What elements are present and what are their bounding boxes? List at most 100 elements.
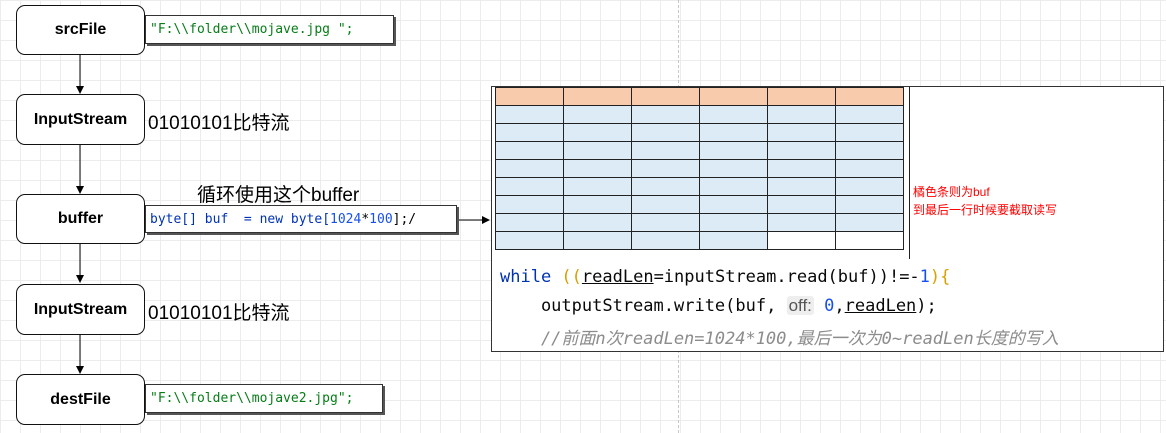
- grid-cell: [767, 123, 836, 142]
- grid-cell: [495, 231, 564, 250]
- grid-cell: [631, 105, 700, 124]
- readlen-var-1: readLen: [581, 267, 654, 287]
- grid-cell: [563, 105, 632, 124]
- grid-cell: [767, 213, 836, 232]
- reuse-buffer-annotation: 循环使用这个buffer: [197, 185, 360, 206]
- dest-path-text: "F:\\folder\\mojave2.jpg";: [150, 391, 354, 406]
- grid-cell: [699, 105, 768, 124]
- while-keyword: while: [500, 267, 552, 287]
- grid-cell: [631, 123, 700, 142]
- dest-file-label: destFile: [50, 390, 111, 408]
- grid-cell: [835, 87, 904, 106]
- grid-cell: [563, 231, 632, 250]
- code-line-1-paren: ((: [551, 267, 582, 287]
- grid-cell: [631, 177, 700, 196]
- grid-cell: [495, 105, 564, 124]
- grid-cell: [699, 213, 768, 232]
- code-line-1-end: ){: [929, 267, 951, 287]
- buffer-decl-part1: byte[] buf =: [150, 211, 260, 227]
- grid-cell: [495, 213, 564, 232]
- grid-row-orange: [495, 87, 904, 106]
- buffer-note-line1: 橘色条则为buf: [913, 185, 990, 199]
- grid-cell: [767, 231, 836, 250]
- loop-code-block: while ((readLen=inputStream.read(buf))!=…: [492, 259, 1163, 351]
- code-line-1: while ((readLen=inputStream.read(buf))!=…: [500, 267, 950, 287]
- buffer-decl-num2: 100: [369, 211, 393, 227]
- input-stream-node: InputStream: [16, 94, 145, 145]
- grid-row: [495, 231, 904, 250]
- grid-cell: [699, 123, 768, 142]
- grid-cell: [767, 195, 836, 214]
- grid-cell: [835, 159, 904, 178]
- grid-cell: [631, 159, 700, 178]
- grid-cell: [699, 231, 768, 250]
- grid-cell: [699, 87, 768, 106]
- bitstream-annotation-2: 01010101比特流: [148, 303, 290, 324]
- code-line-2-num: 0: [813, 296, 835, 316]
- grid-cell: [495, 87, 564, 106]
- grid-cell: [767, 177, 836, 196]
- grid-cell: [835, 105, 904, 124]
- buffer-label: buffer: [57, 210, 104, 227]
- buffer-node: buffer: [16, 194, 145, 244]
- buffer-illustration-panel: 橘色条则为buf 到最后一行时候要截取读写 while ((readLen=in…: [491, 86, 1164, 352]
- buffer-decl-num1: 1024: [330, 211, 362, 227]
- readlen-var-2: readLen: [844, 296, 917, 316]
- grid-row: [495, 141, 904, 160]
- grid-cell: [835, 141, 904, 160]
- grid-cell: [631, 213, 700, 232]
- grid-row: [495, 177, 904, 196]
- grid-cell: [495, 159, 564, 178]
- buffer-decl-code: byte[] buf = new byte[1024*100];/: [145, 205, 457, 233]
- grid-cell: [563, 87, 632, 106]
- grid-cell: [767, 105, 836, 124]
- grid-cell: [495, 195, 564, 214]
- grid-cell: [495, 123, 564, 142]
- grid-cell: [699, 141, 768, 160]
- grid-cell: [563, 141, 632, 160]
- grid-cell: [835, 213, 904, 232]
- grid-cell: [631, 141, 700, 160]
- src-path-text: "F:\\folder\\mojave.jpg ";: [150, 22, 354, 37]
- bitstream-annotation-1: 01010101比特流: [148, 113, 290, 134]
- grid-cell: [563, 195, 632, 214]
- grid-cell: [835, 195, 904, 214]
- grid-border: [909, 87, 910, 259]
- grid-cell: [835, 231, 904, 250]
- grid-row: [495, 195, 904, 214]
- grid-row: [495, 105, 904, 124]
- buffer-grid: [495, 87, 904, 250]
- grid-cell: [631, 195, 700, 214]
- buffer-decl-part2: byte[: [290, 211, 331, 227]
- input-stream-label: InputStream: [33, 110, 128, 128]
- grid-cell: [835, 123, 904, 142]
- src-path-code: "F:\\folder\\mojave.jpg ";: [145, 15, 394, 44]
- code-comment: //前面n次readLen=1024*100,最后一次为0~readLen长度的…: [500, 329, 1059, 349]
- grid-cell: [563, 159, 632, 178]
- grid-cell: [631, 231, 700, 250]
- code-line-2-comma: ,: [834, 296, 845, 316]
- grid-row: [495, 159, 904, 178]
- grid-cell: [563, 213, 632, 232]
- src-file-label: srcFile: [54, 21, 107, 38]
- buffer-decl-new: new: [259, 211, 291, 227]
- grid-cell: [563, 177, 632, 196]
- dest-file-node: destFile: [16, 374, 145, 425]
- grid-cell: [767, 87, 836, 106]
- grid-cell: [699, 177, 768, 196]
- code-line-1-mid: =inputStream.read(buf))!=-: [653, 267, 920, 287]
- grid-row: [495, 213, 904, 232]
- buffer-decl-part4: ];/: [392, 211, 417, 227]
- output-stream-node: InputStream: [16, 284, 145, 335]
- grid-cell: [699, 195, 768, 214]
- grid-cell: [835, 177, 904, 196]
- buffer-note-line2: 到最后一行时候要截取读写: [913, 203, 1058, 217]
- buffer-decl-part3: *: [361, 211, 370, 227]
- grid-cell: [767, 141, 836, 160]
- code-line-1-num: 1: [919, 267, 930, 287]
- grid-cell: [495, 177, 564, 196]
- grid-cell: [767, 159, 836, 178]
- grid-cell: [699, 159, 768, 178]
- output-stream-label: InputStream: [33, 300, 128, 318]
